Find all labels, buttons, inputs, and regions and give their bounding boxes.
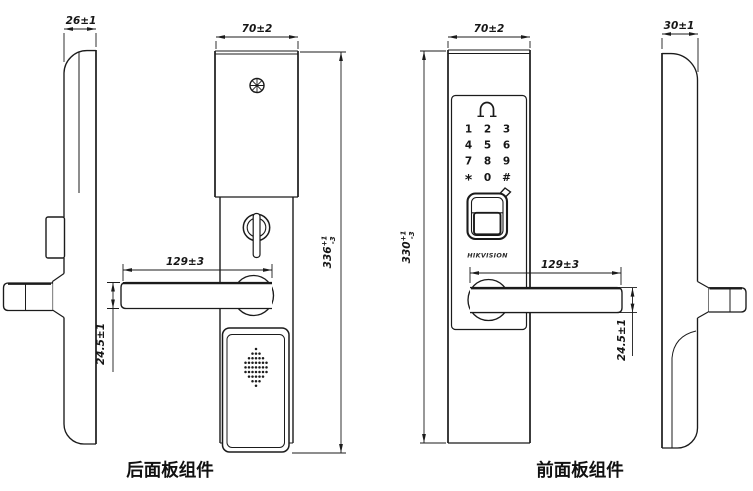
key-3: 3 [503, 124, 510, 136]
key-6: 6 [503, 140, 510, 152]
rear-panel-caption: 后面板组件 [126, 460, 214, 481]
dim-rear-width: 70±2 [215, 23, 299, 49]
thumbturn-side [45, 216, 66, 259]
panel-sides [447, 50, 531, 443]
plate-top-double-line [215, 50, 298, 55]
panel-top-double-line [448, 49, 530, 54]
dim-rear-handle-height: 24.5±1 [95, 282, 120, 372]
door-handle [470, 286, 623, 314]
front-panel-side-view: 30±1 [661, 20, 747, 449]
key-1: 1 [465, 124, 472, 136]
peephole-screw-icon [249, 77, 265, 94]
svg-text:30±1: 30±1 [664, 20, 695, 32]
svg-text:330+1-3: 330+1-3 [400, 231, 417, 264]
keypad-bezel [450, 94, 528, 331]
svg-text:129±3: 129±3 [541, 259, 579, 271]
dim-front-thickness: 30±1 [661, 20, 699, 72]
svg-text:336+1-3: 336+1-3 [321, 236, 338, 269]
keypad: 1 2 3 4 5 6 7 8 9 * 0 # [465, 124, 511, 189]
panel-contour-line [671, 330, 697, 448]
thumbturn-knob [242, 212, 271, 259]
key-8: 8 [484, 156, 491, 168]
speaker-grille-icon [244, 347, 268, 388]
dim-label: 26±1 [66, 15, 97, 27]
dim-front-width: 70±2 [447, 23, 531, 48]
fingerprint-reader [466, 187, 512, 241]
front-panel-front-view: 70±2 330+1-3 1 2 3 4 5 [400, 23, 637, 481]
key-2: 2 [484, 124, 491, 136]
panel-front-edge [662, 80, 699, 449]
dim-front-handle-height: 24.5±1 [616, 287, 637, 361]
rear-panel-side-view: 26±1 [2, 15, 97, 445]
handle-base-side [51, 273, 65, 319]
svg-text:70±2: 70±2 [474, 23, 505, 35]
key-star: * [465, 173, 473, 189]
door-handle [120, 281, 272, 310]
dim-rear-height: 336+1-3 [292, 51, 346, 454]
dim-front-height: 330+1-3 [400, 50, 446, 444]
svg-text:70±2: 70±2 [242, 23, 273, 35]
key-0: 0 [484, 172, 491, 184]
panel-top-curve [662, 52, 699, 81]
dim-rear-handle-length: 129±3 [122, 256, 273, 281]
handle-side [2, 282, 53, 312]
panel-front-edge [63, 73, 96, 445]
svg-text:24.5±1: 24.5±1 [616, 319, 628, 361]
panel-top-curve [63, 49, 96, 74]
rear-panel-front-view: 70±2 [95, 23, 346, 481]
dim-rear-thickness: 26±1 [63, 15, 97, 62]
key-9: 9 [503, 156, 510, 168]
plate-sides [214, 51, 299, 197]
doorbell-icon [477, 101, 497, 117]
svg-text:24.5±1: 24.5±1 [95, 323, 107, 365]
handle-side [709, 287, 747, 313]
handle-base-side [697, 280, 710, 319]
brand-logo: HIKVISION [467, 252, 508, 260]
key-4: 4 [465, 140, 472, 152]
key-7: 7 [465, 156, 472, 168]
key-hash: # [502, 172, 511, 184]
key-5: 5 [484, 140, 491, 152]
body-sides [219, 197, 294, 443]
front-panel-caption: 前面板组件 [536, 460, 624, 481]
dim-front-handle-length: 129±3 [469, 259, 622, 285]
svg-text:129±3: 129±3 [166, 256, 204, 268]
battery-cover [221, 327, 290, 453]
